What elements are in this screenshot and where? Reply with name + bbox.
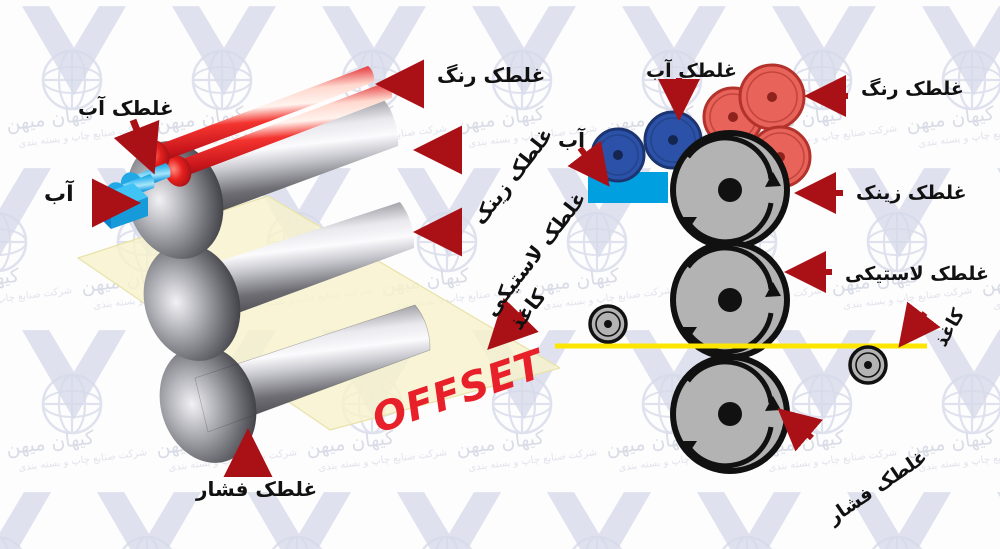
globe-icon (865, 210, 931, 276)
globe-icon (715, 534, 781, 549)
globe-icon (115, 534, 181, 549)
guide-rollers (588, 304, 888, 385)
chevron-logo-icon (547, 492, 651, 549)
chevron-logo-icon (922, 330, 1000, 426)
chevron-logo-icon (97, 492, 201, 549)
globe-icon (490, 48, 556, 114)
globe-icon (415, 534, 481, 549)
right-label-zinc-roller: غلطک زینک (856, 182, 967, 204)
chevron-logo-icon (997, 168, 1000, 264)
chevron-logo-icon (0, 168, 51, 264)
left-label-ink-roller: غلطک رنگ (437, 63, 546, 87)
right-label-rubber-roller: غلطک لاستیکی (845, 263, 989, 285)
globe-icon (40, 372, 106, 438)
chevron-logo-icon (397, 492, 501, 549)
right-label-water-roller: غلطک آب (646, 60, 737, 82)
globe-icon (940, 48, 1000, 114)
right-schematic-diagram (555, 0, 1000, 549)
globe-icon (265, 534, 331, 549)
left-label-water-roller: غلطک آب (78, 96, 174, 120)
globe-icon (865, 534, 931, 549)
zinc-cylinder (670, 130, 790, 250)
left-label-water: آب (44, 182, 74, 207)
globe-icon (40, 48, 106, 114)
globe-icon (565, 534, 631, 549)
right-label-ink-roller: غلطک رنگ (861, 78, 964, 100)
globe-icon (940, 372, 1000, 438)
globe-icon (565, 210, 631, 276)
right-label-water: آب (558, 128, 585, 152)
chevron-logo-icon (847, 492, 951, 549)
rubber-cylinder (670, 240, 790, 360)
chevron-logo-icon (697, 492, 801, 549)
globe-icon (0, 210, 31, 276)
chevron-logo-icon (922, 6, 1000, 102)
chevron-logo-icon (997, 492, 1000, 549)
chevron-logo-icon (0, 492, 51, 549)
globe-icon (190, 48, 256, 114)
chevron-logo-icon (247, 492, 351, 549)
left-label-pressure-roller: غلطک فشار (196, 477, 318, 501)
rubber-cylinder-3d (143, 202, 415, 361)
pressure-cylinder (670, 354, 790, 474)
